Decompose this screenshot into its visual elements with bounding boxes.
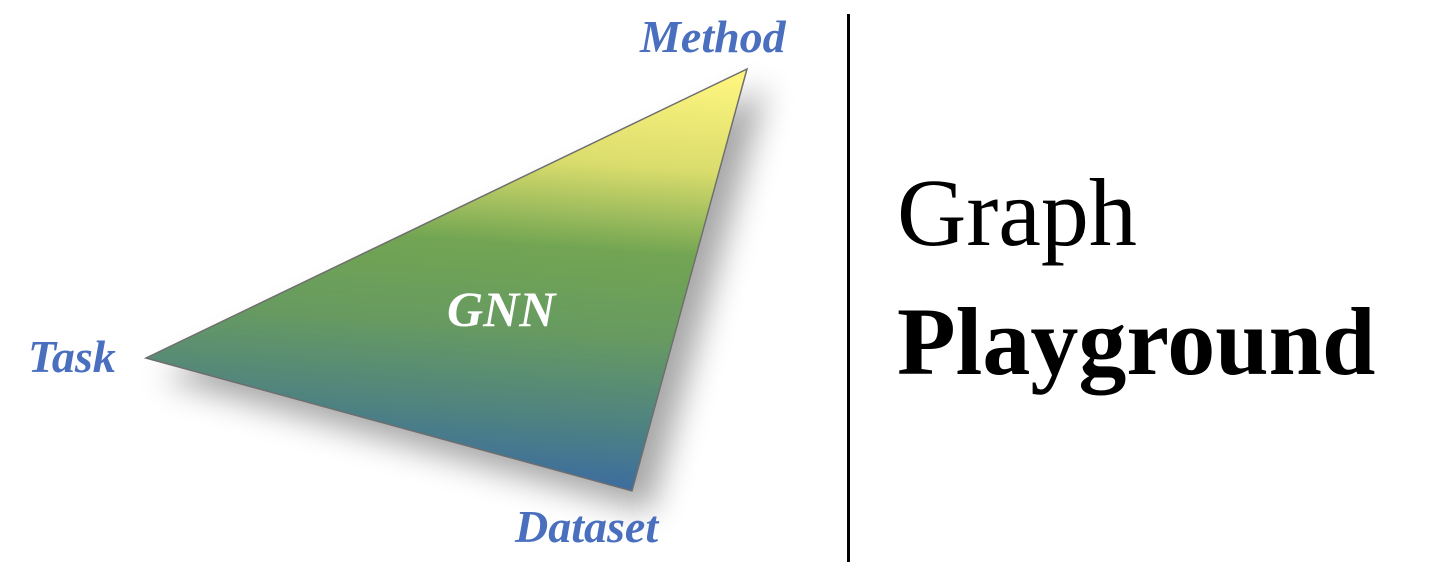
- center-label-gnn: GNN: [447, 281, 556, 337]
- vertex-label-dataset: Dataset: [515, 501, 659, 552]
- title-graph: Graph: [897, 159, 1137, 266]
- vertical-divider: [847, 14, 850, 562]
- title-playground: Playground: [897, 288, 1376, 395]
- triangle-shape: [143, 67, 749, 492]
- vertex-label-method: Method: [640, 11, 786, 62]
- vertex-label-task: Task: [28, 331, 116, 382]
